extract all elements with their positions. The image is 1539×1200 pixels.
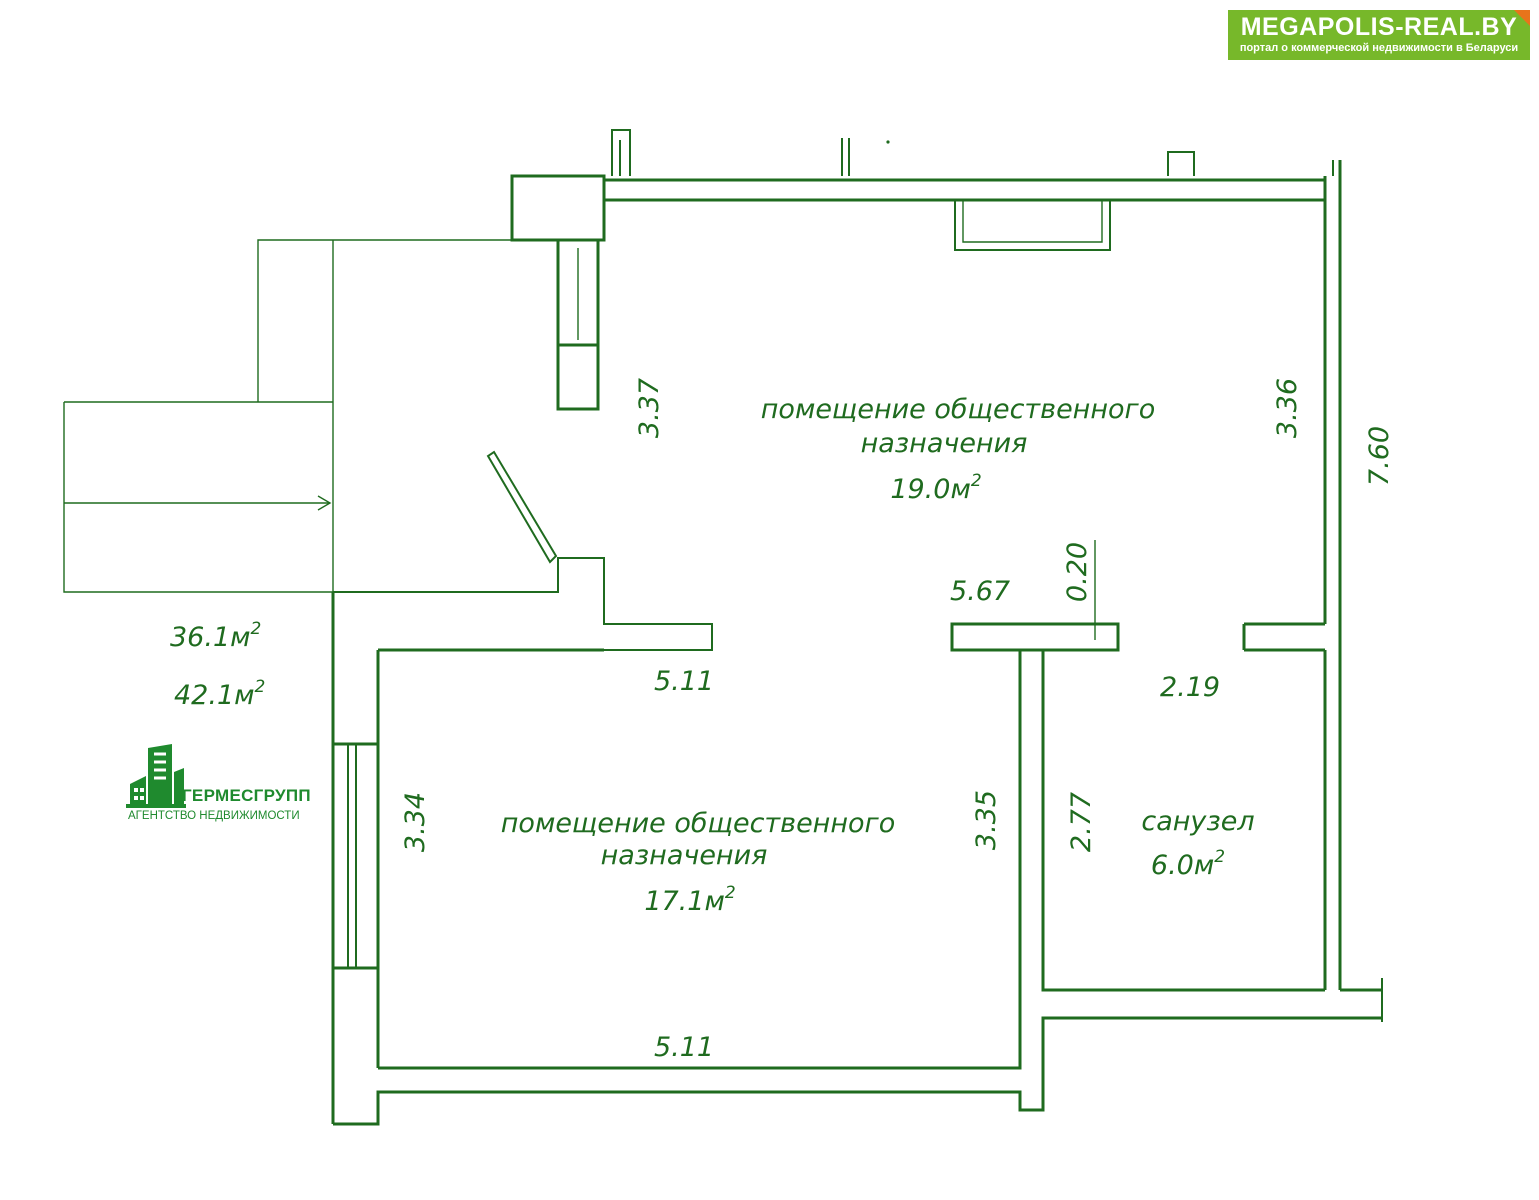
total-areas: 36.1м2 42.1м2 [170, 619, 265, 711]
svg-text:санузел: санузел [1141, 806, 1254, 837]
svg-text:6.0м2: 6.0м2 [1151, 847, 1225, 881]
dimension-labels: 3.37 3.36 7.60 5.67 0.20 5.11 2.19 3.34 … [400, 378, 1395, 1063]
svg-text:помещение общественного: помещение общественного [761, 394, 1155, 425]
stair-block [63, 239, 713, 652]
door-leaf [486, 450, 558, 564]
svg-text:7.60: 7.60 [1364, 426, 1395, 486]
banner-title: MEGAPOLIS-REAL.BY [1240, 13, 1518, 41]
svg-text:5.11: 5.11 [654, 1032, 714, 1063]
building-icon [126, 744, 186, 808]
room-upper-label: помещение общественного назначения 19.0м… [761, 394, 1155, 505]
svg-text:3.34: 3.34 [400, 792, 431, 852]
partition-middle [950, 540, 1325, 652]
svg-text:3.36: 3.36 [1272, 378, 1303, 438]
room-bathroom-label: санузел 6.0м2 [1141, 806, 1254, 881]
svg-text:0.20: 0.20 [1062, 542, 1093, 602]
svg-text:5.67: 5.67 [950, 576, 1010, 607]
svg-text:помещение общественного: помещение общественного [501, 808, 895, 839]
agency-name: ГЕРМЕСГРУПП [182, 786, 311, 805]
shaft [556, 240, 600, 411]
portal-banner[interactable]: MEGAPOLIS-REAL.BY портал о коммерческой … [1228, 10, 1530, 60]
svg-text:3.37: 3.37 [634, 378, 665, 438]
svg-text:назначения: назначения [861, 428, 1028, 459]
svg-text:36.1м2: 36.1м2 [170, 619, 261, 653]
wall-lower [331, 592, 1382, 1126]
wall-top [510, 129, 1325, 251]
room-lower-label: помещение общественного назначения 17.1м… [501, 808, 895, 917]
svg-text:назначения: назначения [601, 840, 768, 871]
agency-subtitle: АГЕНТСТВО НЕДВИЖИМОСТИ [128, 810, 300, 822]
svg-text:3.35: 3.35 [971, 790, 1002, 850]
svg-text:42.1м2: 42.1м2 [174, 677, 265, 711]
banner-subtitle: портал о коммерческой недвижимости в Бел… [1239, 42, 1519, 54]
svg-text:2.19: 2.19 [1160, 672, 1220, 703]
agency-logo: ГЕРМЕСГРУПП АГЕНТСТВО НЕДВИЖИМОСТИ [124, 744, 324, 834]
svg-text:5.11: 5.11 [654, 666, 714, 697]
svg-text:17.1м2: 17.1м2 [644, 883, 735, 917]
banner-corner [1514, 10, 1530, 26]
svg-text:19.0м2: 19.0м2 [890, 471, 981, 505]
wall-right [1323, 160, 1383, 1022]
svg-text:2.77: 2.77 [1066, 792, 1097, 852]
